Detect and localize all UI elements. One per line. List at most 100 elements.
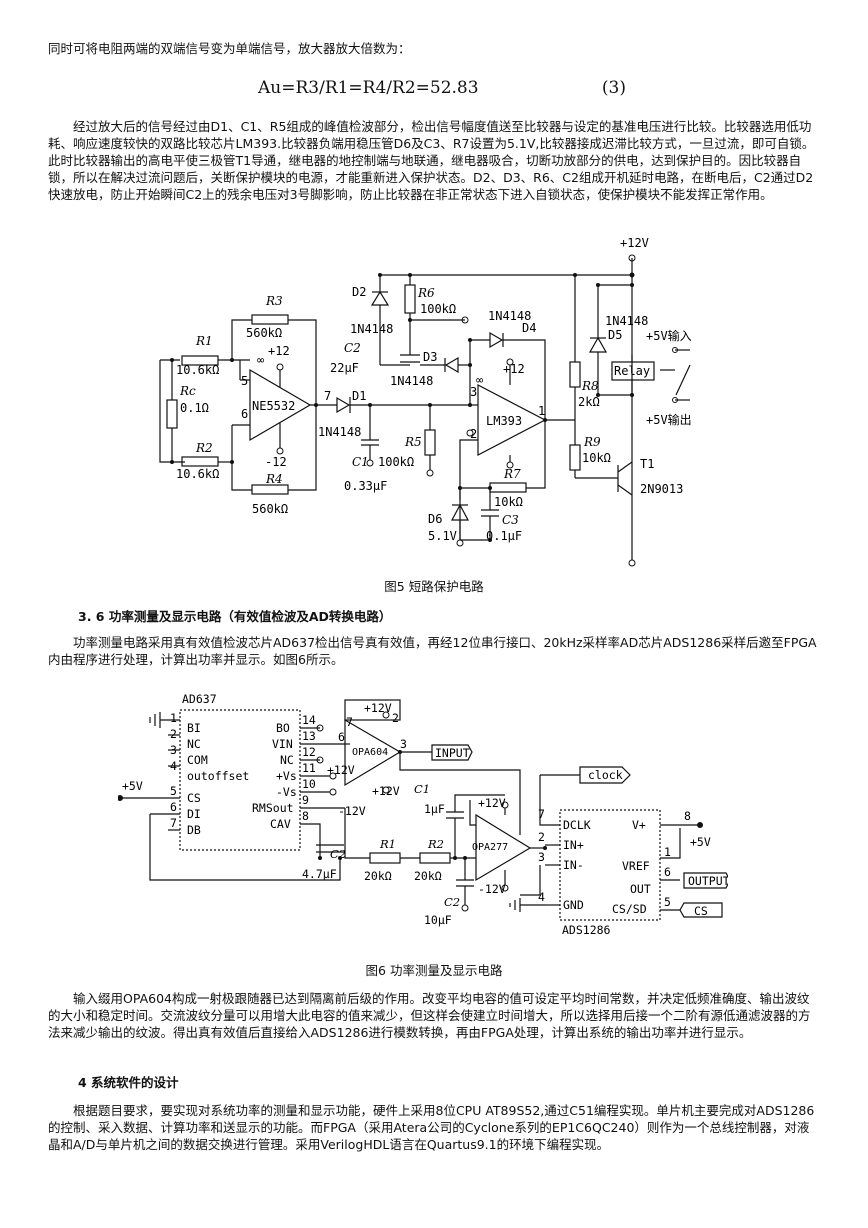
fig5-r6-value: 100kΩ (420, 302, 456, 316)
fig6-ad637-pin-n: 7 (170, 816, 177, 830)
paragraph-comparator: 经过放大后的信号经过由D1、C1、R5组成的峰值检波部分，检出信号幅度值送至比较… (48, 119, 815, 202)
equation-3: Au=R3/R1=R4/R2=52.83 (3) (258, 78, 638, 104)
fig5-r4-value: 560kΩ (252, 502, 288, 516)
fig6-r1-label: R1 (379, 837, 396, 851)
fig6-ad637-rpin-name: CAV (270, 817, 291, 831)
fig6-ad637-rpin-name: -Vs (276, 785, 297, 799)
fig5-c1-value: 0.33μF (344, 479, 387, 493)
fig5-u1-pin5: 5 (241, 374, 248, 388)
fig5-input-5v: +5V输入 (646, 328, 692, 343)
paragraph-power-measure: 功率测量电路采用真有效值检波芯片AD637检出信号真有效值，再经12位串行接口、… (48, 635, 817, 667)
fig5-r9-value: 10kΩ (582, 451, 611, 465)
fig6-opa604-vp: +12V (364, 701, 392, 715)
fig5-c1-label: C1 (352, 455, 369, 469)
fig6-cc-value: 4.7μF (302, 867, 337, 881)
figure-5-caption: 图5 短路保护电路 (384, 579, 484, 594)
fig5-d5-label: D5 (608, 328, 622, 342)
fig5-u1-pin6: 6 (241, 407, 248, 421)
fig6-c2-value: 10μF (424, 913, 452, 927)
fig6-ad637-pin-n: 2 (170, 727, 177, 741)
fig5-d2-label: D2 (352, 285, 366, 299)
fig6-ads-rpin-name: OUT (630, 882, 651, 896)
fig6-ad637-pin-name: DI (187, 807, 201, 821)
fig6-ads-lpin-n: 7 (538, 807, 545, 821)
figure-5-schematic: +12V R3 560kΩ R1 10.6kΩ Rc 0.1Ω R2 10.6k… (159, 236, 692, 567)
fig6-ad637-rpin-n: 10 (302, 777, 316, 791)
fig6-r2-label: R2 (427, 837, 444, 851)
fig6-ad637-pin-name: DB (187, 823, 201, 837)
fig5-t1-part: 2N9013 (640, 482, 683, 496)
fig5-d3-part: 1N4148 (390, 374, 433, 388)
fig6-ad637-rpin-name: RMSout (252, 801, 294, 815)
fig5-u2-pin3: 3 (470, 385, 477, 399)
fig5-vcc-label: +12V (620, 236, 649, 250)
fig5-rc-value: 0.1Ω (180, 401, 209, 415)
fig6-output-label: OUTPUT (688, 874, 728, 888)
fig6-input-label: INPUT (435, 746, 470, 760)
fig6-5v-label: +5V (122, 779, 143, 793)
fig6-ads-lpin-n: 4 (538, 890, 545, 904)
fig5-d5-part: 1N4148 (605, 314, 648, 328)
fig5-d2-part: 1N4148 (350, 322, 393, 336)
fig5-u2-infinity: ∞ (476, 373, 483, 387)
section-3-6-heading: 3. 6 功率测量及显示电路（有效值检波及AD转换电路） (78, 609, 392, 624)
fig5-d4-part: 1N4148 (488, 309, 531, 323)
fig5-u2-name: LM393 (486, 414, 522, 428)
fig5-u1-vn: -12 (265, 455, 287, 469)
fig5-r5-value: 100kΩ (378, 455, 414, 469)
fig6-cs-label: CS (694, 904, 708, 918)
fig6-ad637-pin-name: COM (187, 753, 208, 767)
fig5-c3-label: C3 (502, 513, 519, 527)
fig6-ad637-vn: -12V (338, 804, 366, 818)
fig6-ad637-rpin-name: VIN (272, 737, 293, 751)
fig6-ad637-rpin-name: BO (276, 721, 290, 735)
fig6-opa604-vn: +12V (372, 784, 400, 798)
paragraph-opa604: 输入缀用OPA604构成一射极跟随器已达到隔离前后级的作用。改变平均电容的值可设… (48, 991, 811, 1040)
fig6-cc-label: C2 (330, 847, 346, 861)
fig6-plus5-label: +5V (690, 835, 711, 849)
fig5-r2-label: R2 (195, 441, 213, 455)
fig5-rc-label: Rc (179, 384, 196, 398)
fig5-c3-value: 0.1μF (486, 529, 522, 543)
fig5-r3-label: R3 (265, 294, 283, 308)
fig6-ad637-rpin-n: 14 (302, 713, 316, 727)
fig6-opa604-pin3: 3 (400, 737, 407, 751)
fig6-ads-rpin-n: 8 (684, 809, 691, 823)
fig6-opa277-vn: -12V (478, 882, 506, 896)
fig6-ads-lpin-name: GND (563, 898, 584, 912)
fig5-r1-label: R1 (195, 334, 213, 348)
fig5-r2-value: 10.6kΩ (176, 467, 219, 481)
fig6-ads-lpin-name: IN+ (563, 838, 584, 852)
fig6-ad637-pin-n: 1 (170, 711, 177, 725)
fig5-c2-value: 22μF (330, 361, 359, 375)
fig6-ads-rpin-n: 1 (664, 845, 671, 859)
fig6-c2-label: C2 (444, 895, 460, 909)
fig6-ad637-rpin-n: 8 (302, 809, 309, 823)
fig5-u2-pin2: 2 (470, 427, 477, 441)
fig6-c1-value: 1μF (424, 802, 445, 816)
fig6-opa277-label: OPA277 (472, 842, 508, 853)
figure-6-caption: 图6 功率测量及显示电路 (365, 963, 503, 978)
fig5-u1-pin7: 7 (324, 389, 331, 403)
fig5-r7-value: 10kΩ (494, 495, 523, 509)
fig6-opa604-pin2: 2 (392, 711, 399, 725)
fig6-ad637-pin-name: CS (187, 791, 201, 805)
fig5-relay-label: Relay (614, 364, 650, 378)
fig6-ads-rpin-name: CS/SD (612, 902, 647, 916)
equation-number: (3) (601, 78, 626, 98)
fig6-ad637-rpin-name: +Vs (276, 769, 297, 783)
fig6-ads-lpin-n: 2 (538, 830, 545, 844)
section-4-heading: 4 系统软件的设计 (78, 1075, 179, 1090)
fig6-ad637-rpin-n: 12 (302, 745, 316, 759)
fig6-ad637-label: AD637 (182, 692, 217, 706)
fig5-u2-pin1: 1 (538, 404, 545, 418)
fig5-r8-label: R8 (581, 379, 599, 393)
fig6-ad637-pin-n: 6 (170, 800, 177, 814)
fig5-r4-label: R4 (265, 472, 283, 486)
fig6-ads-lpin-name: DCLK (563, 818, 591, 832)
fig6-opa604-label: OPA604 (352, 747, 388, 758)
fig6-ad637-pin-name: outoffset (187, 769, 249, 783)
fig6-ads-label: ADS1286 (562, 923, 611, 937)
fig5-t1-label: T1 (640, 457, 654, 471)
